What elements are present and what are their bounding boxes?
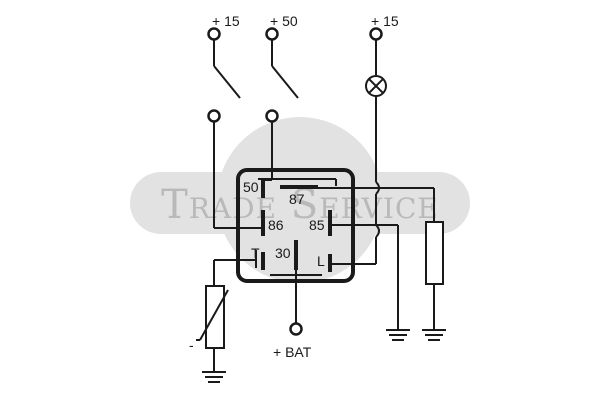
ground-icon-left [202,371,226,383]
label-minus: - [189,337,194,353]
watermark-text: Trade Service [161,182,439,228]
terminal-middle-bottom [265,109,279,123]
resistor-icon [425,221,444,285]
label-plus-bat: + BAT [273,344,312,360]
ground-icon-right [422,329,446,341]
pin-T: T [251,245,260,261]
label-plus50: + 50 [270,13,298,29]
resistor-branch [318,187,446,341]
battery-branch: + BAT [273,270,312,360]
ground-icon-middle [386,329,410,341]
pin-86: 86 [268,217,284,233]
pin-50: 50 [243,179,259,195]
pin-L: L [317,253,325,269]
pin-87: 87 [289,191,305,207]
pin-30: 30 [275,245,291,261]
sensor-branch: - [189,259,256,383]
label-plus15-right: + 15 [371,13,399,29]
ground-branch-85 [330,224,410,341]
terminal-bat [289,322,303,336]
terminal-left-bottom [207,109,221,123]
terminal-right-top [369,27,383,41]
terminal-middle-top [265,27,279,41]
switch-middle: + 50 [265,13,299,180]
switch-left: + 15 [207,13,256,229]
pin-85: 85 [309,217,325,233]
thermistor-icon [205,285,225,349]
terminal-left-top [207,27,221,41]
label-plus15-left: + 15 [212,13,240,29]
